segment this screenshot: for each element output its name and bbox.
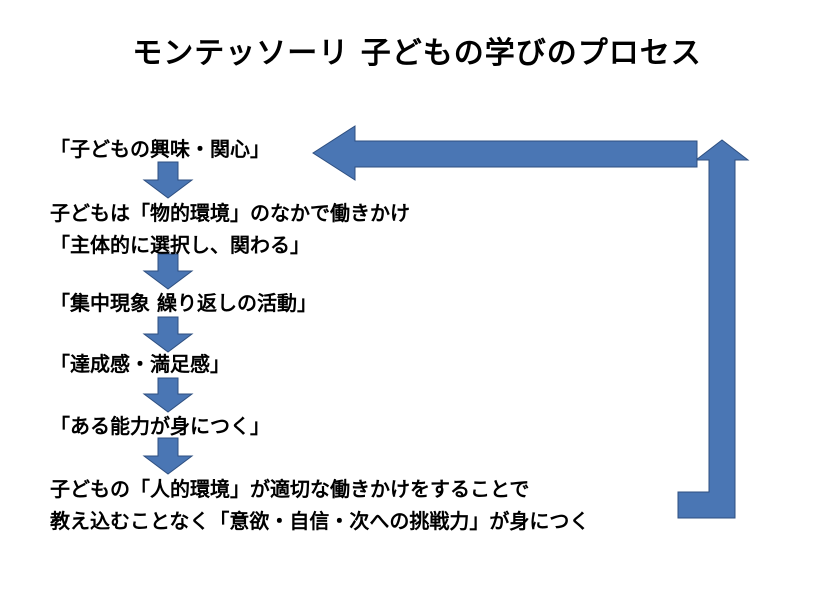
step-concentration: 「集中現象 繰り返しの活動」 bbox=[50, 291, 317, 315]
step-achievement: 「達成感・満足感」 bbox=[50, 352, 230, 376]
step-material-environment: 子どもは「物的環境」のなかで働きかけ 「主体的に選択し、関わる」 bbox=[50, 201, 410, 257]
step-human-environment: 子どもの「人的環境」が適切な働きかけをすることで 教え込むことなく「意欲・自信・… bbox=[50, 477, 590, 533]
feedback-loop-arrow bbox=[677, 139, 750, 519]
step-interest: 「子どもの興味・関心」 bbox=[50, 137, 270, 161]
return-arrow bbox=[312, 125, 698, 181]
down-arrow-3 bbox=[142, 316, 194, 353]
down-arrow-5 bbox=[142, 437, 194, 475]
down-arrow-4 bbox=[142, 377, 194, 413]
down-arrow-1 bbox=[142, 161, 194, 199]
step-ability: 「ある能力が身につく」 bbox=[50, 414, 270, 438]
down-arrow-2 bbox=[142, 253, 194, 290]
diagram-title: モンテッソーリ 子どもの学びのプロセス bbox=[132, 36, 702, 71]
